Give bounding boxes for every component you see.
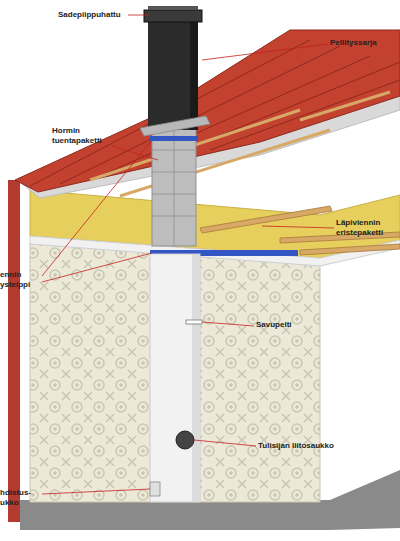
part-label: Pellityssarja bbox=[330, 38, 398, 48]
chimney-side bbox=[190, 22, 198, 130]
rain-cap-top bbox=[148, 6, 198, 10]
part-label: Sadepiippuhattu bbox=[58, 10, 138, 20]
wall bbox=[30, 244, 320, 502]
flashing bbox=[140, 116, 210, 136]
leader-lines bbox=[42, 15, 334, 494]
ceiling-joists bbox=[200, 206, 400, 255]
sealing-tape bbox=[150, 136, 198, 141]
rain-cap bbox=[144, 10, 202, 22]
flue-opening bbox=[176, 431, 194, 449]
part-label: ennin ysteippi bbox=[0, 270, 40, 290]
chimney-blocks bbox=[152, 128, 196, 246]
outer-wall bbox=[8, 180, 20, 522]
part-label: Tulisijan liitosaukko bbox=[258, 441, 368, 451]
chimney-column bbox=[150, 254, 200, 502]
tile-rows bbox=[30, 40, 400, 186]
part-label: hdistus- ukko bbox=[0, 488, 40, 508]
chimney-column-side bbox=[192, 254, 200, 502]
part-label: Savupelti bbox=[256, 320, 316, 330]
chimney-stack bbox=[148, 22, 198, 130]
roof-battens bbox=[90, 92, 390, 196]
block-joints bbox=[152, 128, 196, 246]
part-label: Hormin tuentapaketti bbox=[52, 126, 114, 146]
part-label: Läpiviennin eristepaketti bbox=[336, 218, 398, 238]
cleanout-hatch bbox=[150, 482, 160, 496]
ceiling-board bbox=[30, 236, 400, 266]
damper-handle bbox=[186, 320, 202, 324]
